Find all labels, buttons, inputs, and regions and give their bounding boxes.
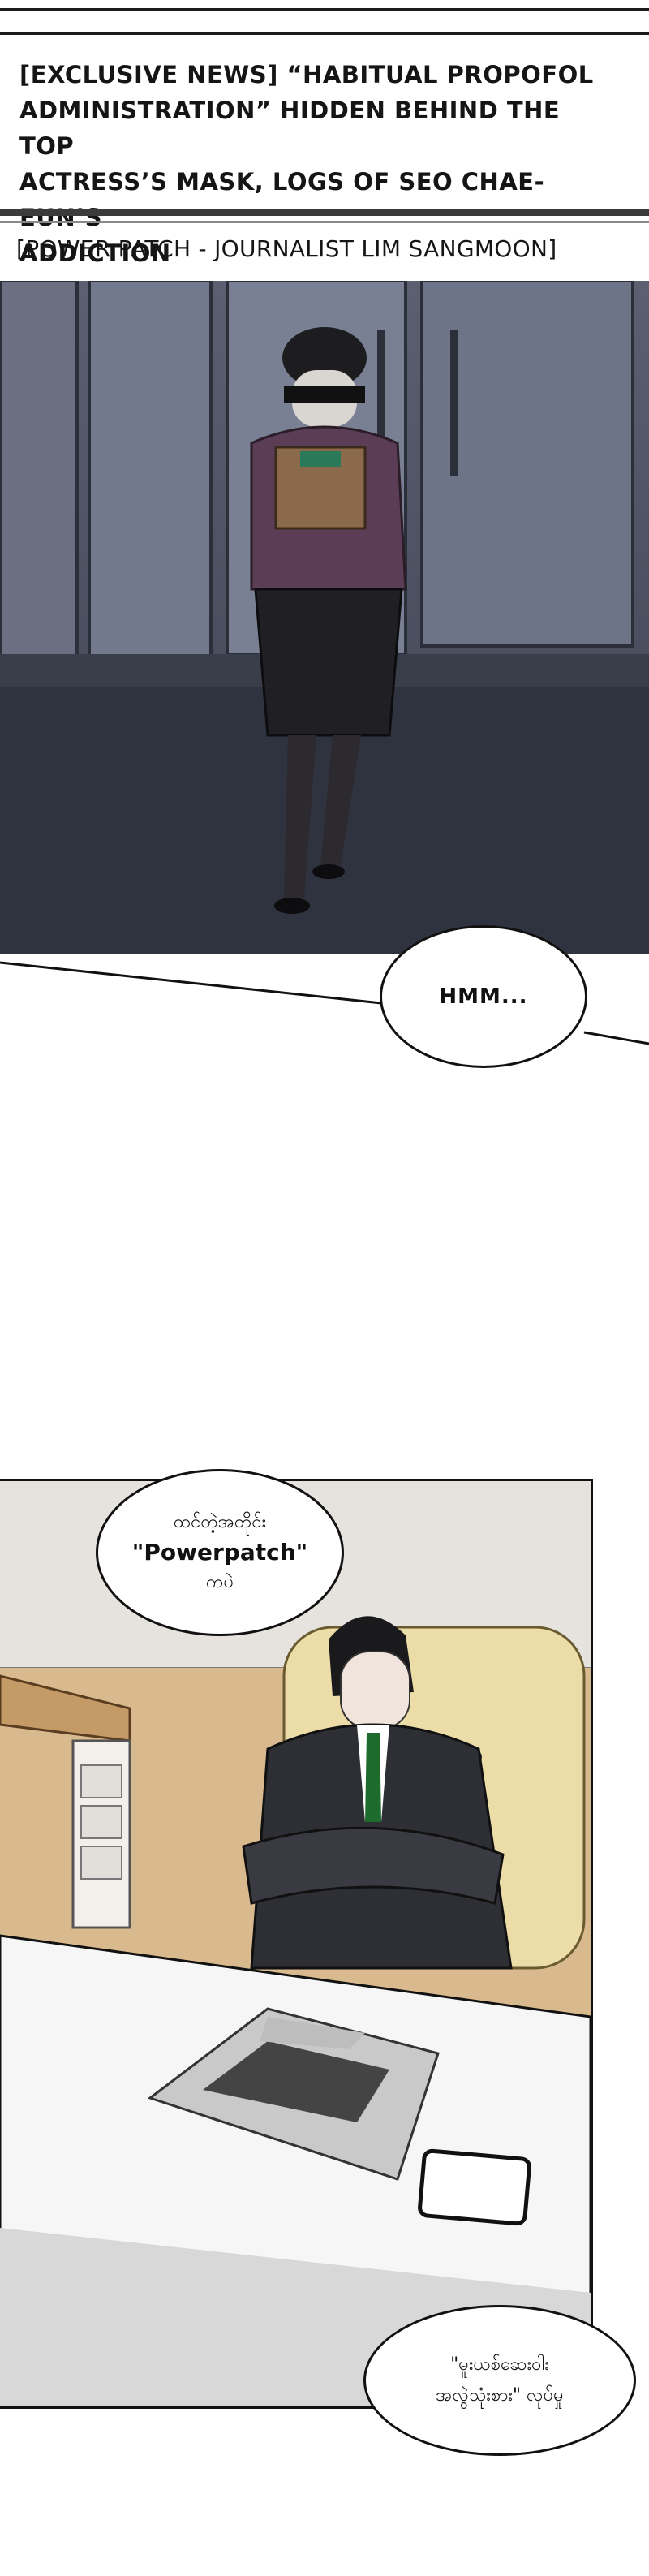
article-headline: [EXCLUSIVE NEWS] “HABITUAL PROPOFOL ADMI…: [19, 57, 620, 271]
speech-text-line: ထင်တဲ့အတိုင်း: [173, 1512, 267, 1532]
speech-text: HMM...: [439, 984, 528, 1009]
headline-line: ADDICTION: [19, 239, 171, 267]
article-byline: [POWER PATCH - JOURNALIST LIM SANGMOON]: [16, 235, 557, 262]
night-scene-panel: [0, 281, 649, 954]
smartphone: [418, 2148, 531, 2226]
headline-rule-thick: [0, 209, 649, 216]
woman-figure: [250, 327, 407, 914]
office-scene-illustration: [0, 1481, 591, 2406]
headline-line: [EXCLUSIVE NEWS] “HABITUAL PROPOFOL: [19, 61, 594, 88]
man-figure: [242, 1616, 513, 1970]
speech-text-line: ကပဲ: [205, 1572, 234, 1592]
speech-bubble-powerpatch: ထင်တဲ့အတိုင်း "Powerpatch" ကပဲ: [96, 1469, 344, 1636]
headline-rule-thin: [0, 221, 649, 223]
top-rule: [0, 8, 649, 11]
office-scene-panel: [0, 1479, 593, 2409]
speech-text-line: "မူးယစ်ဆေးဝါး: [450, 2354, 549, 2375]
night-scene-illustration: [0, 281, 649, 954]
panel-border-lines: [0, 961, 649, 1045]
headline-line: ACTRESS’S MASK, LOGS OF SEO CHAE-EUN’S: [19, 168, 545, 231]
headline-line: ADMINISTRATION” HIDDEN BEHIND THE TOP: [19, 97, 561, 160]
speech-bubble-bottom: "မူးယစ်ဆေးဝါး အလွဲသုံးစား" လုပ်မှု: [363, 2305, 636, 2456]
speech-bubble-hmm: HMM...: [380, 925, 587, 1068]
header-rule-thin: [0, 32, 649, 35]
speech-text-line: "Powerpatch": [131, 1539, 308, 1566]
laptop: [147, 2007, 440, 2181]
speech-text-line: အလွဲသုံးစား" လုပ်မှု: [436, 2385, 564, 2406]
